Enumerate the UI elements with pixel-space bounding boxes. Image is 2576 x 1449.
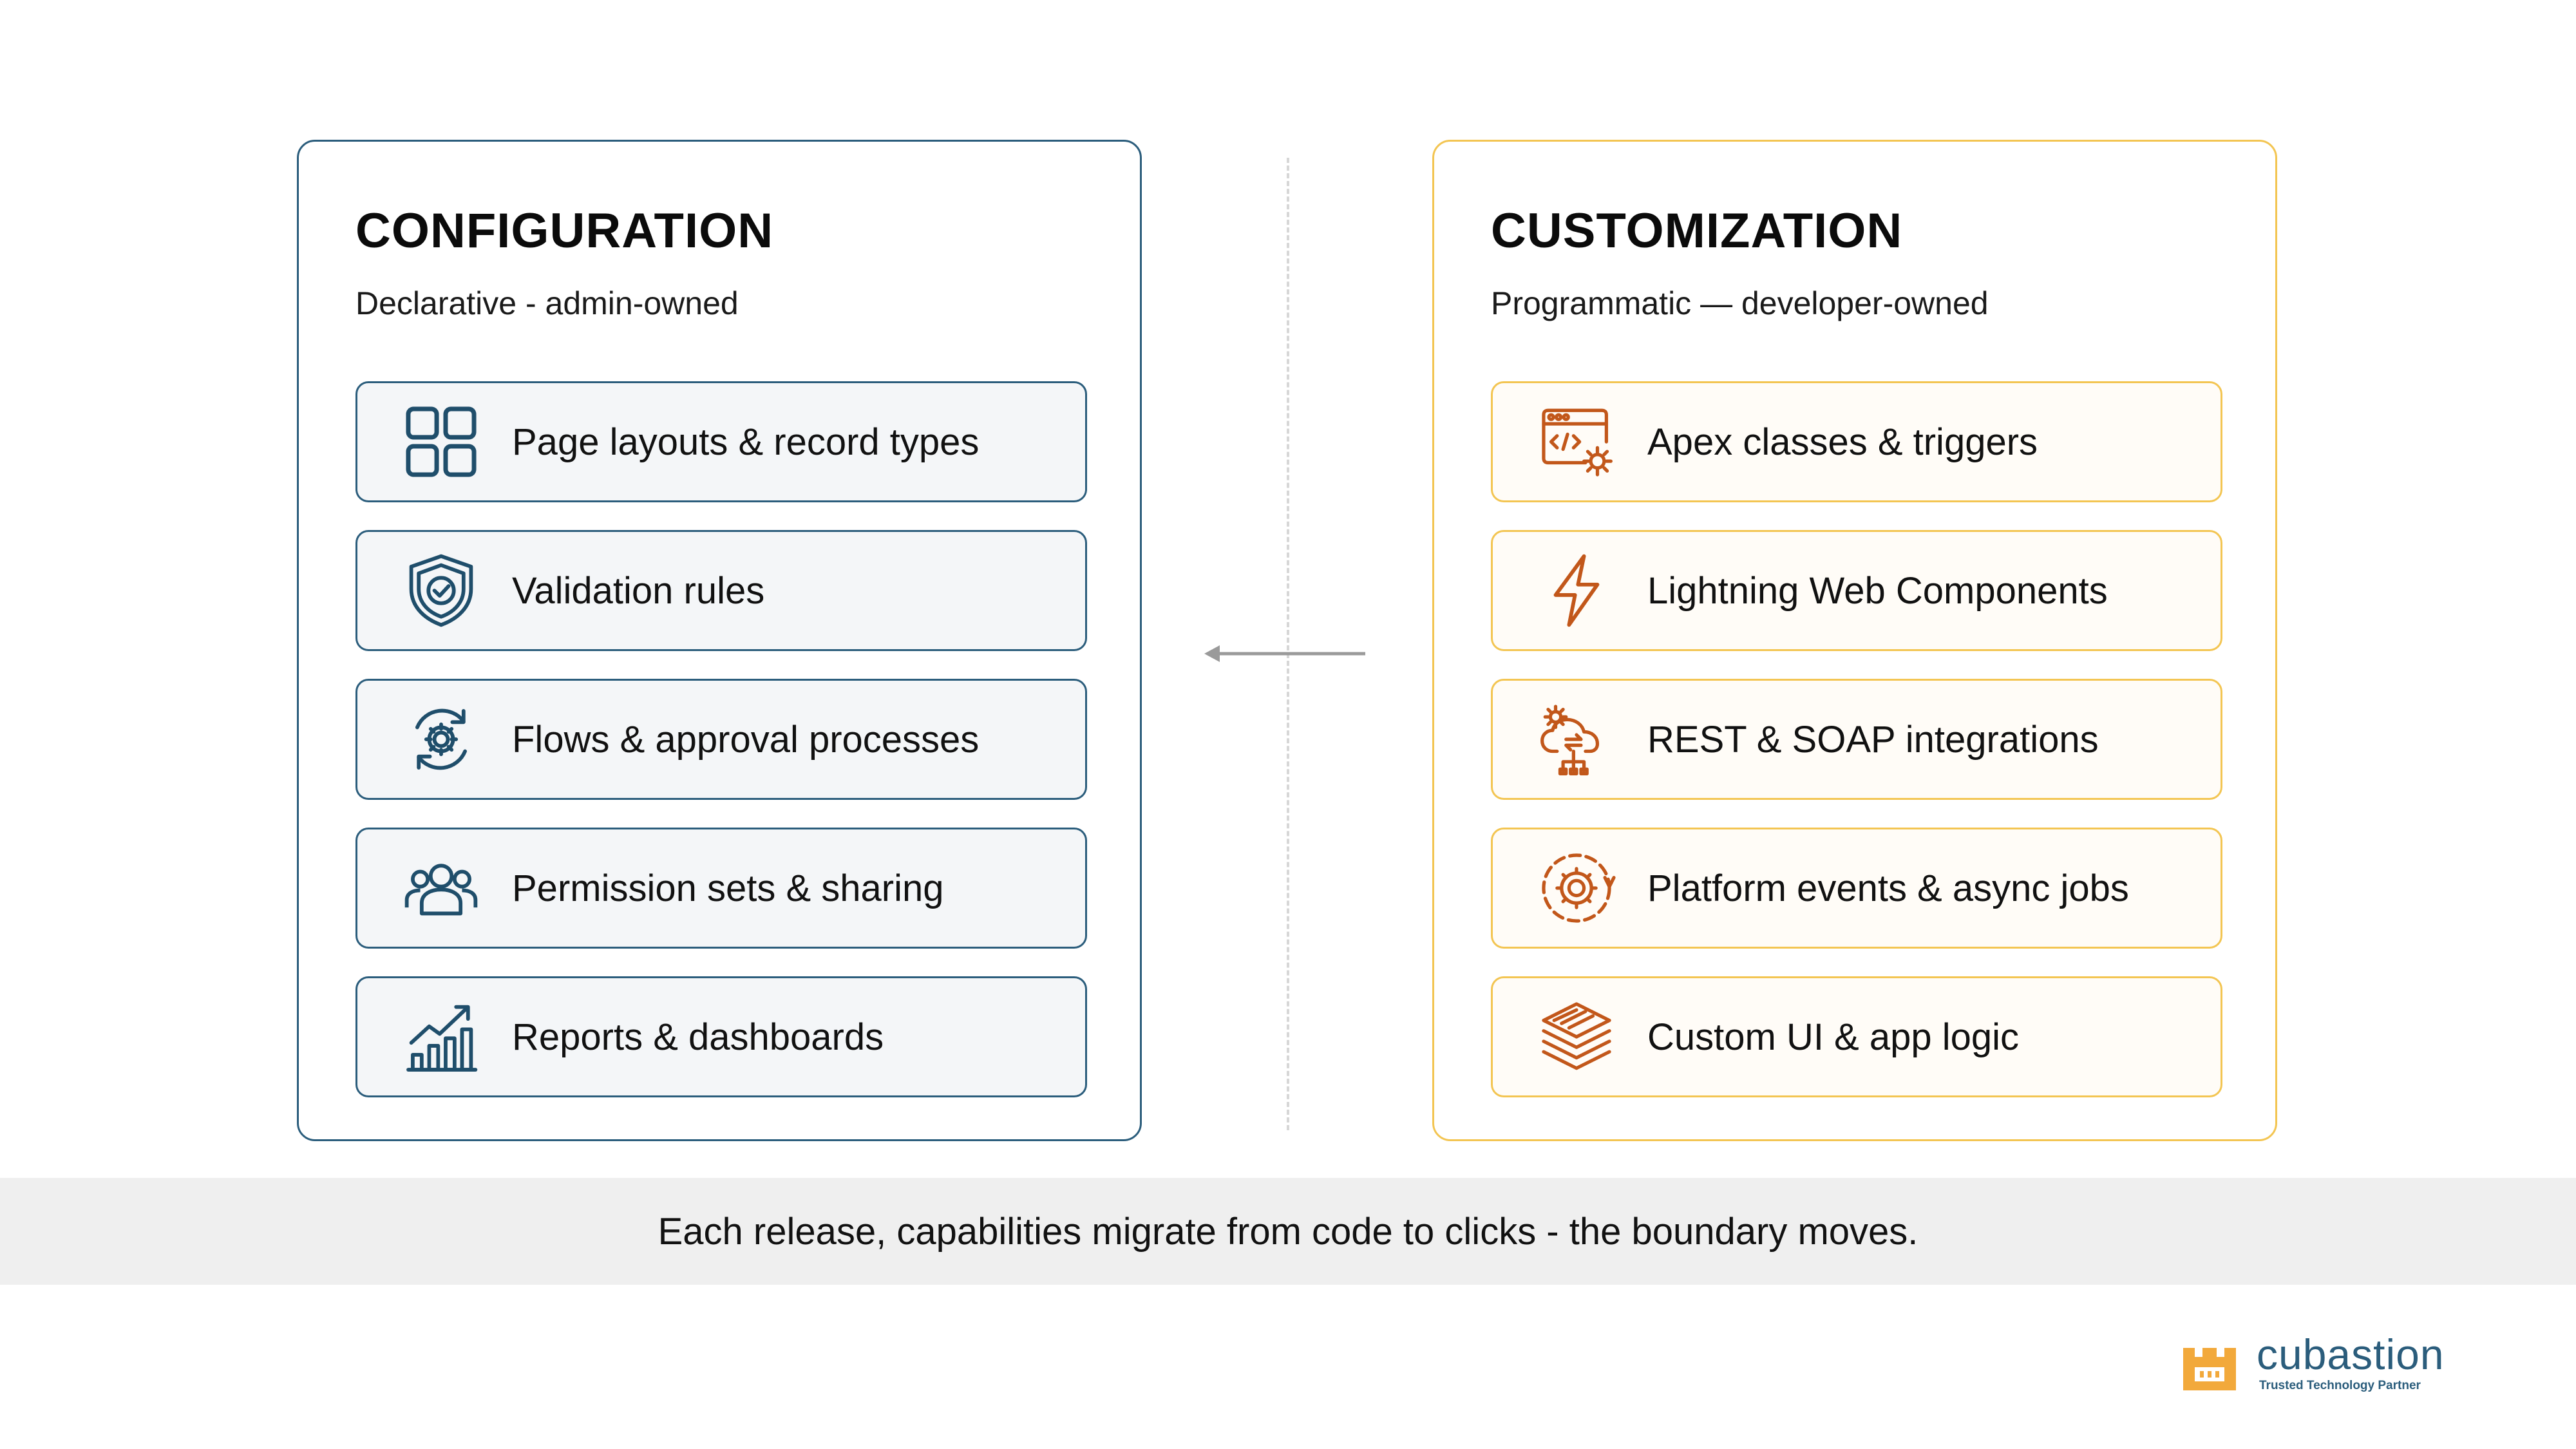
config-item-permission-sets: Permission sets & sharing: [355, 828, 1087, 949]
config-item-label: Page layouts & record types: [512, 421, 980, 463]
custom-item-custom-ui: Custom UI & app logic: [1491, 976, 2222, 1097]
left-arrow-icon: [1204, 645, 1365, 662]
config-item-label: Reports & dashboards: [512, 1016, 884, 1058]
custom-item-label: REST & SOAP integrations: [1647, 718, 2099, 761]
gear-dashed-cycle-icon: [1538, 849, 1616, 927]
layout-grid-icon: [402, 403, 480, 480]
logo-tagline: Trusted Technology Partner: [2259, 1379, 2421, 1392]
config-item-reports: Reports & dashboards: [355, 976, 1087, 1097]
configuration-title: CONFIGURATION: [355, 204, 774, 258]
lightning-bolt-icon: [1538, 552, 1615, 629]
configuration-subtitle: Declarative - admin-owned: [355, 285, 739, 321]
custom-item-platform-events: Platform events & async jobs: [1491, 828, 2222, 949]
custom-item-label: Apex classes & triggers: [1647, 421, 2038, 463]
configuration-panel: CONFIGURATION Declarative - admin-owned …: [297, 140, 1142, 1141]
footer-text: Each release, capabilities migrate from …: [658, 1210, 1918, 1253]
cubastion-logo-mark: [2183, 1348, 2236, 1390]
custom-item-rest-soap: REST & SOAP integrations: [1491, 679, 2222, 800]
custom-item-label: Lightning Web Components: [1647, 569, 2108, 612]
custom-item-label: Platform events & async jobs: [1647, 867, 2129, 909]
panel-divider: [1287, 158, 1289, 1130]
customization-title: CUSTOMIZATION: [1491, 204, 1903, 258]
layers-stack-icon: [1538, 998, 1615, 1075]
users-group-icon: [402, 849, 480, 927]
customization-subtitle: Programmatic — developer-owned: [1491, 285, 1989, 321]
config-item-validation-rules: Validation rules: [355, 530, 1087, 651]
shield-check-icon: [402, 552, 480, 629]
custom-item-apex: Apex classes & triggers: [1491, 381, 2222, 502]
code-window-gear-icon: [1538, 403, 1615, 480]
bar-chart-trend-icon: [402, 998, 480, 1075]
cubastion-logo: cubastion Trusted Technology Partner: [2181, 1331, 2477, 1399]
custom-item-lwc: Lightning Web Components: [1491, 530, 2222, 651]
custom-item-label: Custom UI & app logic: [1647, 1016, 2020, 1058]
config-item-label: Permission sets & sharing: [512, 867, 944, 909]
logo-name: cubastion: [2257, 1331, 2445, 1378]
customization-panel: CUSTOMIZATION Programmatic — developer-o…: [1432, 140, 2277, 1141]
footer-banner: Each release, capabilities migrate from …: [0, 1178, 2576, 1285]
cloud-integration-icon: [1538, 701, 1615, 778]
config-item-page-layouts: Page layouts & record types: [355, 381, 1087, 502]
config-item-label: Flows & approval processes: [512, 718, 980, 761]
config-item-flows: Flows & approval processes: [355, 679, 1087, 800]
gear-cycle-icon: [402, 701, 480, 778]
config-item-label: Validation rules: [512, 569, 765, 612]
